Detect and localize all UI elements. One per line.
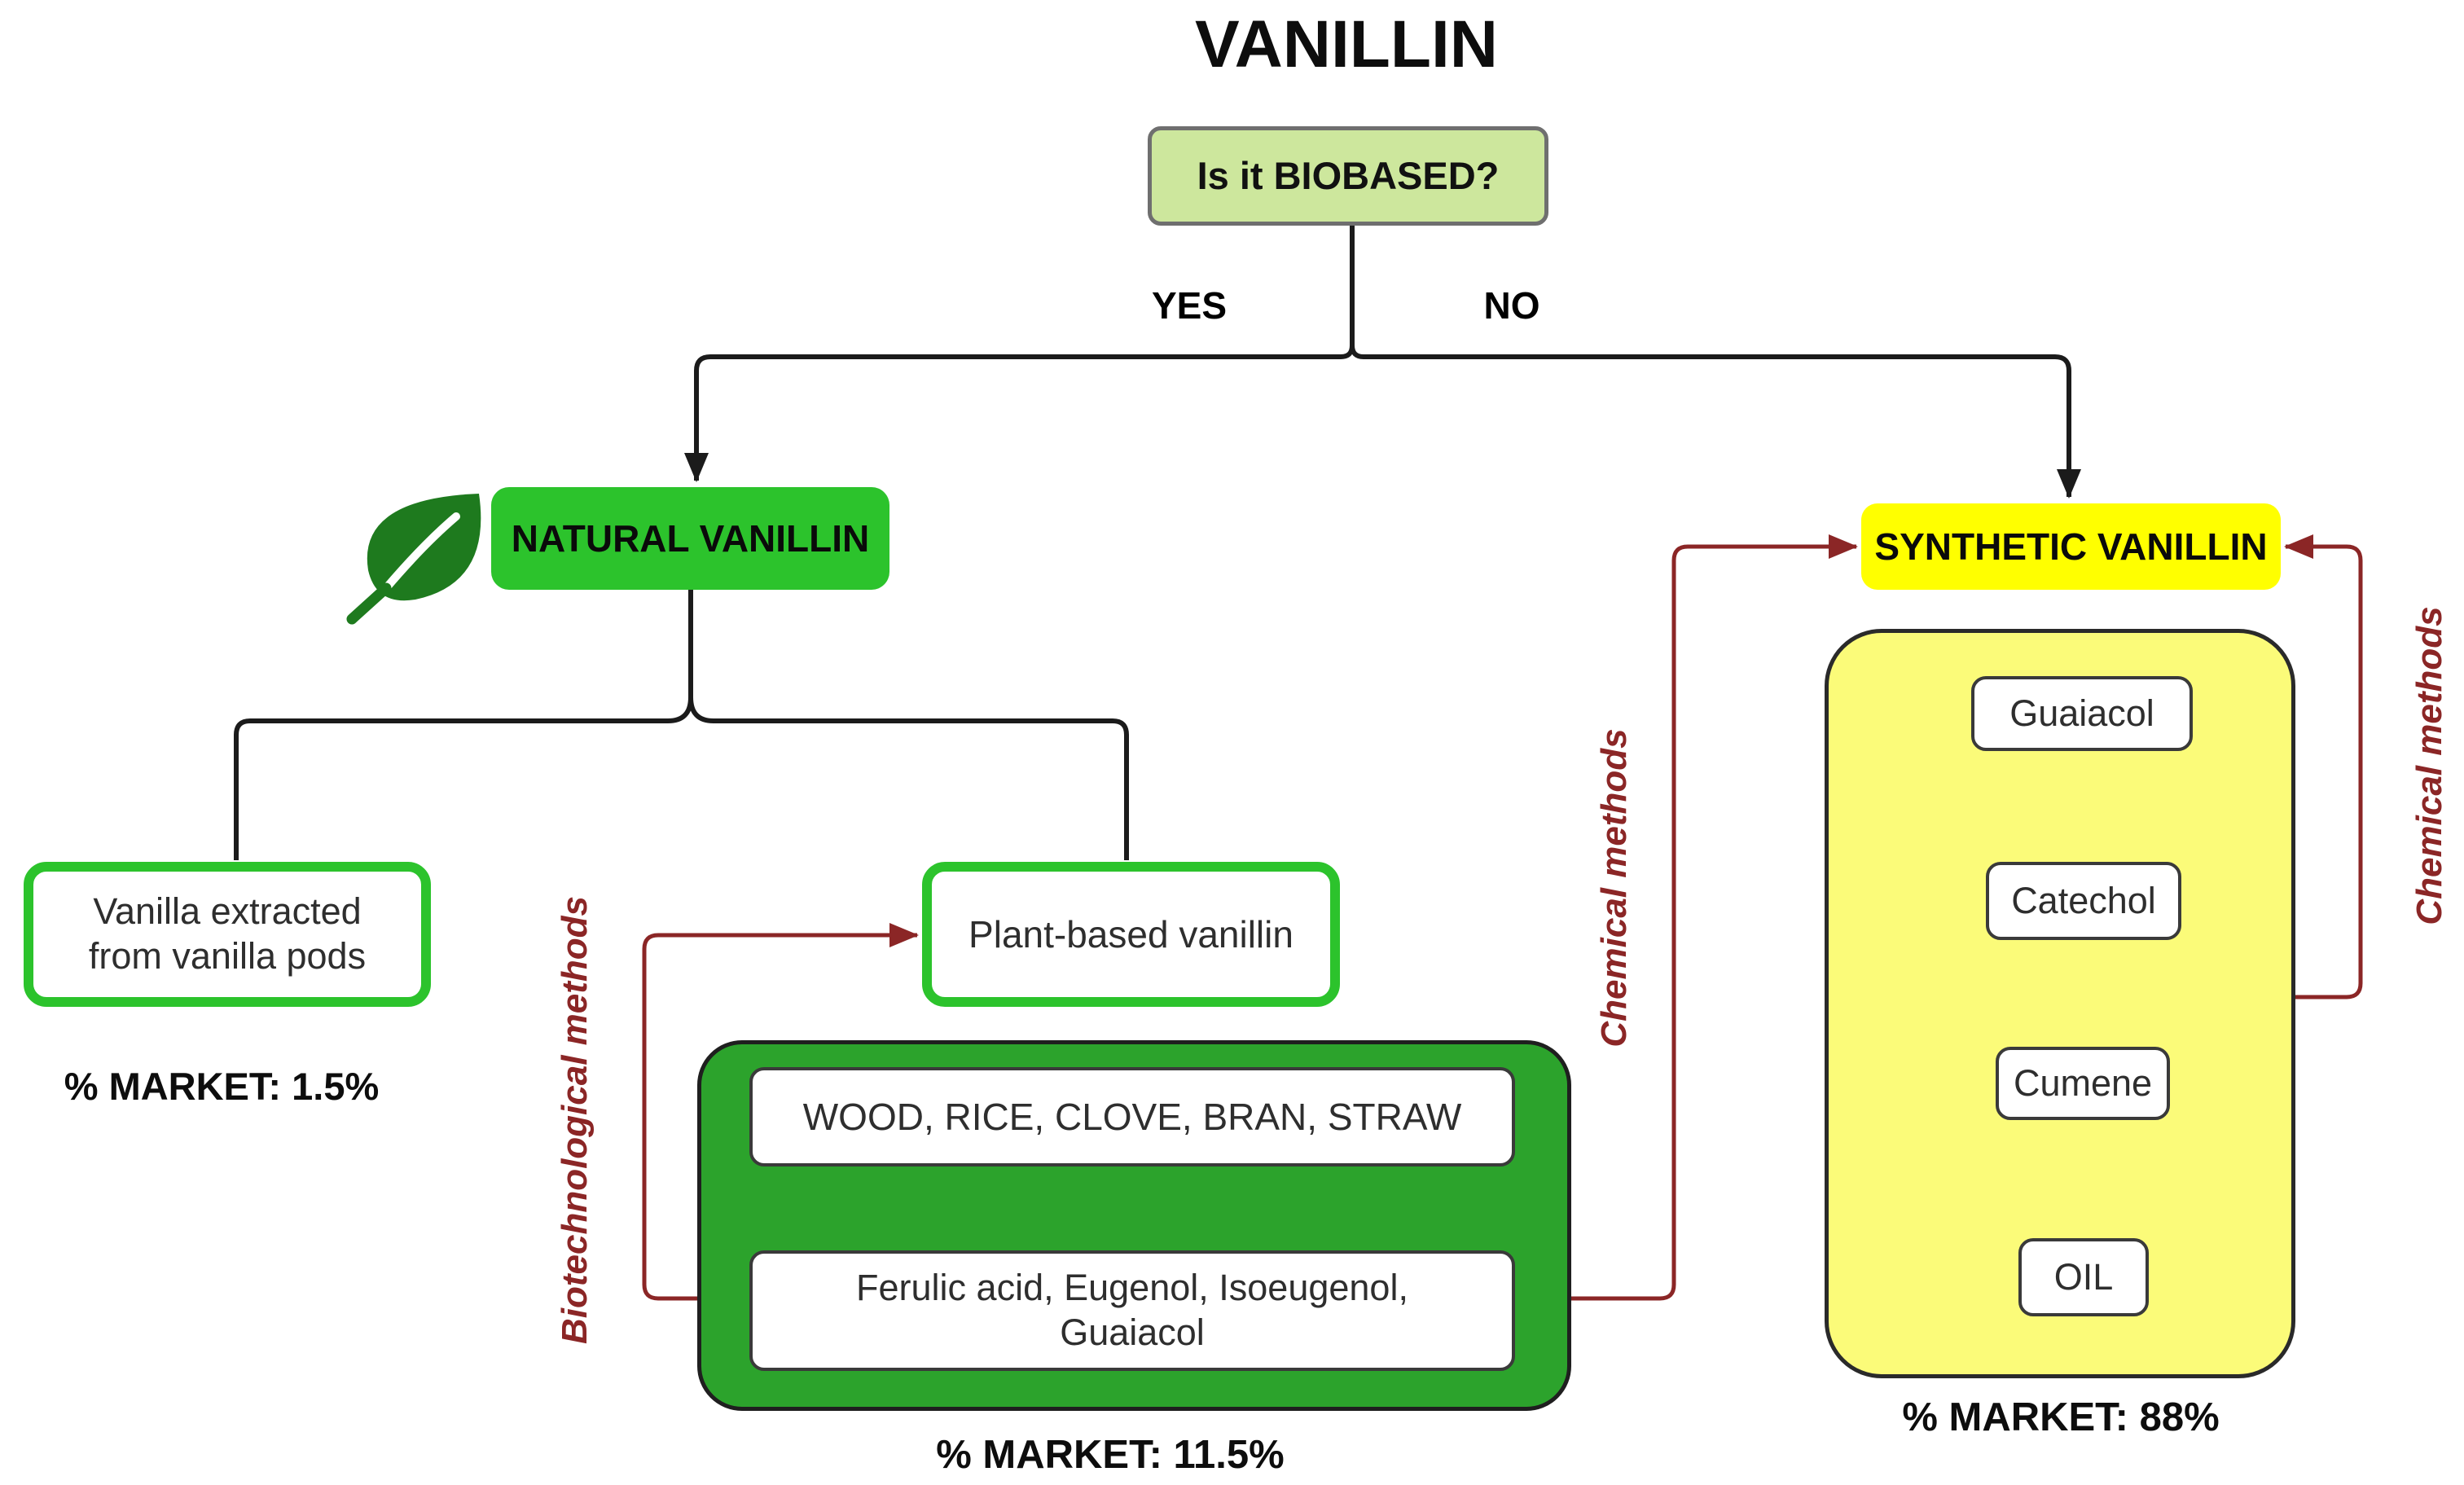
plant-based-vanillin-node: Plant-based vanillin bbox=[922, 862, 1340, 1007]
chain-label-oil: OIL bbox=[2053, 1255, 2114, 1298]
biotech-methods-loop bbox=[642, 923, 919, 1301]
no-branch-label: NO bbox=[1483, 284, 1540, 327]
chain-node-cumene: Cumene bbox=[1996, 1047, 2170, 1120]
plant-based-vanillin-label: Plant-based vanillin bbox=[968, 912, 1293, 956]
chain-node-guaiacol: Guaiacol bbox=[1971, 676, 2193, 751]
chain-node-catechol: Catechol bbox=[1986, 862, 2181, 940]
synthetic-vanillin-label: SYNTHETIC VANILLIN bbox=[1874, 525, 2268, 568]
natural-split-left-connector bbox=[234, 590, 693, 860]
natural-split-right-connector bbox=[688, 696, 1129, 860]
biotech-methods-label: Biotechnological methods bbox=[555, 895, 595, 1345]
branch-no-connector bbox=[1350, 345, 2081, 499]
precursors-line2: Guaiacol bbox=[1060, 1311, 1205, 1353]
precursors-node: Ferulic acid, Eugenol, Isoeugenol, Guaia… bbox=[749, 1250, 1515, 1371]
synthetic-vanillin-node: SYNTHETIC VANILLIN bbox=[1861, 503, 2281, 590]
chain-label-catechol: Catechol bbox=[2011, 879, 2156, 921]
page-title: VANILLIN bbox=[1194, 7, 1498, 81]
natural-vanillin-label: NATURAL VANILLIN bbox=[511, 516, 870, 560]
chain-node-oil: OIL bbox=[2018, 1238, 2149, 1316]
chemical-methods-left-label: Chemical methods bbox=[1594, 728, 1634, 1048]
vanilla-pods-line1: Vanilla extracted bbox=[93, 890, 362, 933]
branch-yes-connector bbox=[684, 226, 1355, 482]
biomass-sources-label: WOOD, RICE, CLOVE, BRAN, STRAW bbox=[802, 1095, 1462, 1138]
decision-question: Is it BIOBASED? bbox=[1197, 154, 1500, 198]
chemical-methods-right-label: Chemical methods bbox=[2409, 606, 2449, 925]
leaf-icon bbox=[346, 494, 481, 625]
decision-box-biobased: Is it BIOBASED? bbox=[1148, 126, 1548, 226]
yes-branch-label: YES bbox=[1151, 284, 1228, 327]
market-share-synthetic: % MARKET: 88% bbox=[1902, 1395, 2220, 1439]
chemical-methods-left-path bbox=[1515, 534, 1858, 1301]
vanilla-pods-node: Vanilla extracted from vanilla pods bbox=[24, 862, 431, 1007]
natural-vanillin-node: NATURAL VANILLIN bbox=[491, 487, 889, 590]
chain-label-cumene: Cumene bbox=[2013, 1061, 2153, 1104]
chain-label-guaiacol: Guaiacol bbox=[2009, 692, 2154, 734]
biomass-sources-node: WOOD, RICE, CLOVE, BRAN, STRAW bbox=[749, 1067, 1515, 1166]
precursors-line1: Ferulic acid, Eugenol, Isoeugenol, bbox=[856, 1267, 1408, 1309]
market-share-pods: % MARKET: 1.5% bbox=[64, 1065, 380, 1108]
market-share-plant: % MARKET: 11.5% bbox=[936, 1433, 1285, 1477]
vanilla-pods-line2: from vanilla pods bbox=[88, 935, 367, 977]
chemical-methods-right-loop bbox=[2284, 534, 2363, 1000]
